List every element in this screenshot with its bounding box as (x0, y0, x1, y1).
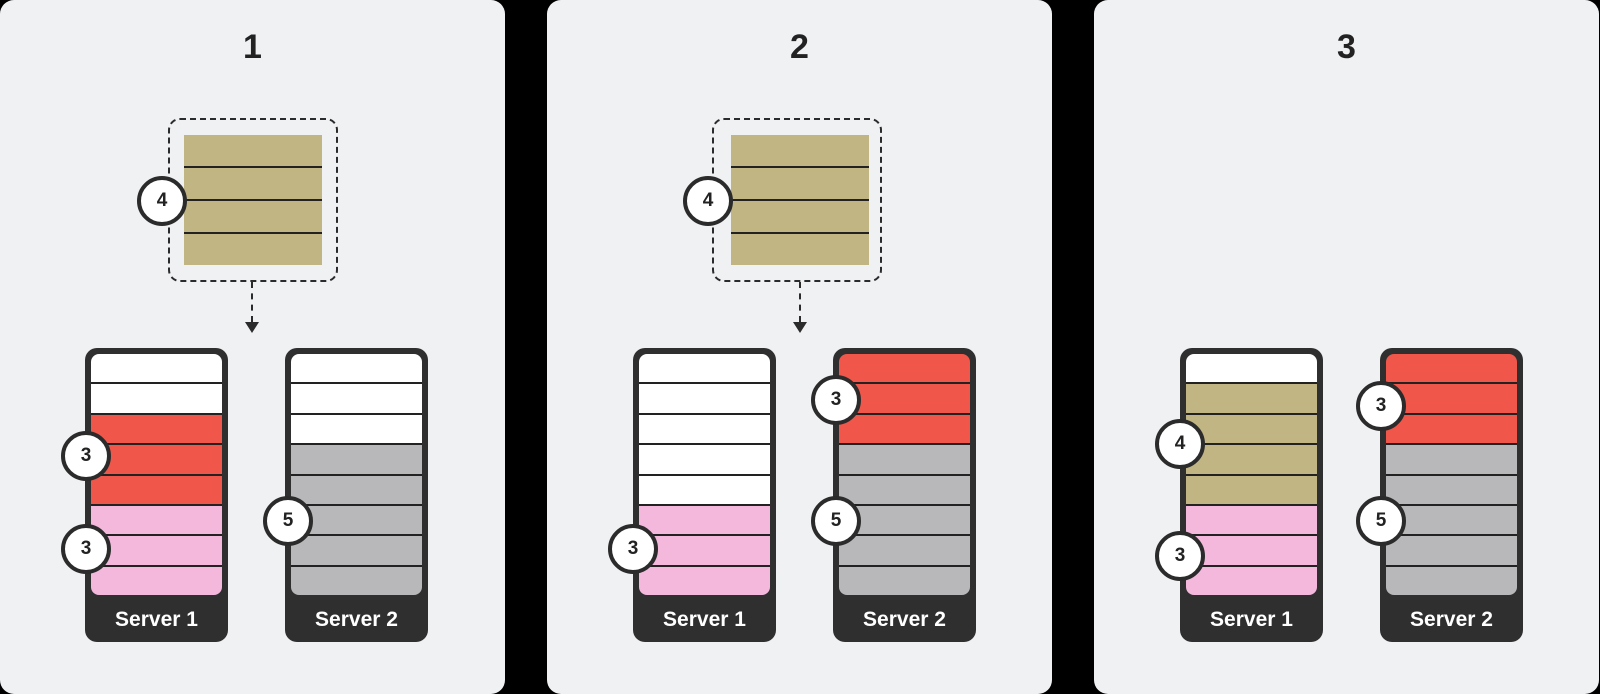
slot-gray (1386, 566, 1517, 595)
slot-empty (639, 414, 770, 446)
server-label: Server 1 (663, 608, 746, 631)
slot-pink (639, 536, 770, 567)
slot-gray (1386, 445, 1517, 476)
slot-pink (639, 505, 770, 537)
server-2: Server 2 (285, 348, 428, 642)
server-label: Server 2 (1410, 608, 1493, 631)
server-2-badge-gray: 5 (1356, 496, 1406, 546)
slot-tan (1186, 414, 1317, 446)
slot-tan (1186, 445, 1317, 476)
server-label: Server 2 (863, 608, 946, 631)
server-1: Server 1 (1180, 348, 1323, 642)
slot-red (1386, 384, 1517, 415)
slot-pink (91, 566, 222, 595)
server-1-badge-red: 3 (61, 431, 111, 481)
server-slots (91, 354, 222, 595)
server-2: Server 2 (1380, 348, 1523, 642)
slot-gray (839, 536, 970, 567)
server-slots (291, 354, 422, 595)
server-label: Server 1 (1210, 608, 1293, 631)
slot-empty (291, 414, 422, 446)
server-slots (839, 354, 970, 595)
slot-empty (91, 354, 222, 385)
arrow-down-icon (793, 322, 807, 333)
slot-gray (291, 536, 422, 567)
slot-gray (1386, 505, 1517, 537)
pending-stack (184, 135, 322, 265)
server-2: Server 2 (833, 348, 976, 642)
server-1: Server 1 (633, 348, 776, 642)
arrow-line (799, 282, 801, 322)
slot-gray (291, 475, 422, 506)
slot-empty (639, 475, 770, 506)
slot-pink (1186, 505, 1317, 537)
slot-empty (639, 445, 770, 476)
server-slots (1386, 354, 1517, 595)
slot-pink (91, 505, 222, 537)
slot-red (1386, 414, 1517, 446)
panel-1: 1 4 Server 1 3 3 Server 2 5 (0, 0, 505, 694)
server-1-badge-pink: 3 (61, 524, 111, 574)
panel-2: 2 4 Server 1 3 Server 2 3 5 (547, 0, 1052, 694)
server-label: Server 2 (315, 608, 398, 631)
arrow-down-icon (245, 322, 259, 333)
slot-pink (639, 566, 770, 595)
slot-empty (639, 354, 770, 385)
arrow-line (251, 282, 253, 322)
slot-red (91, 445, 222, 476)
server-slots (1186, 354, 1317, 595)
slot-gray (1386, 475, 1517, 506)
slot-empty (91, 384, 222, 415)
slot-empty (291, 354, 422, 385)
server-2-badge-red: 3 (1356, 381, 1406, 431)
slot-tan (1186, 475, 1317, 506)
slot-pink (1186, 536, 1317, 567)
slot-gray (1386, 536, 1517, 567)
server-2-badge-gray: 5 (263, 496, 313, 546)
slot-red (91, 475, 222, 506)
server-slots (639, 354, 770, 595)
slot-empty (291, 384, 422, 415)
slot-empty (639, 384, 770, 415)
panel-title: 2 (790, 28, 809, 66)
pending-stack (731, 135, 869, 265)
pending-badge: 4 (137, 176, 187, 226)
slot-red (839, 414, 970, 446)
slot-pink (1186, 566, 1317, 595)
server-1-badge-pink: 3 (1155, 531, 1205, 581)
pending-badge: 4 (683, 176, 733, 226)
server-2-badge-gray: 5 (811, 496, 861, 546)
slot-gray (839, 475, 970, 506)
slot-red (91, 414, 222, 446)
slot-gray (839, 445, 970, 476)
server-1: Server 1 (85, 348, 228, 642)
panel-title: 3 (1337, 28, 1356, 66)
server-1-badge-tan: 4 (1155, 419, 1205, 469)
slot-gray (839, 566, 970, 595)
slot-empty (1186, 354, 1317, 385)
slot-pink (91, 536, 222, 567)
server-2-badge-red: 3 (811, 375, 861, 425)
slot-tan (1186, 384, 1317, 415)
slot-red (839, 354, 970, 385)
panel-title: 1 (243, 28, 262, 66)
server-label: Server 1 (115, 608, 198, 631)
slot-gray (291, 445, 422, 476)
slot-red (1386, 354, 1517, 385)
slot-gray (291, 566, 422, 595)
server-1-badge-pink: 3 (608, 524, 658, 574)
panel-3: 3 Server 1 4 3 Server 2 3 5 (1094, 0, 1599, 694)
